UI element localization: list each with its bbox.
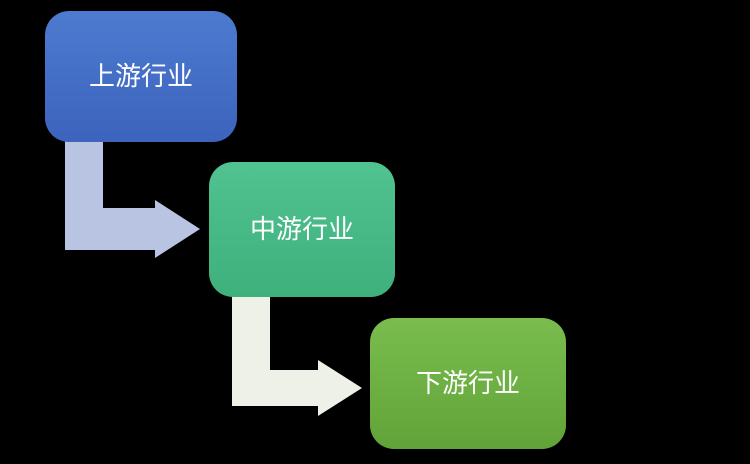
node-downstream-label: 下游行业 (415, 368, 520, 399)
bent-arrow-midstream-to-downstream (232, 293, 362, 416)
bent-arrow-upstream-to-midstream (65, 138, 200, 258)
node-upstream-label: 上游行业 (88, 61, 193, 92)
node-upstream-industry: 上游行业 (45, 11, 237, 142)
node-midstream-industry: 中游行业 (209, 162, 395, 297)
node-midstream-label: 中游行业 (249, 214, 354, 245)
node-downstream-industry: 下游行业 (370, 318, 566, 449)
